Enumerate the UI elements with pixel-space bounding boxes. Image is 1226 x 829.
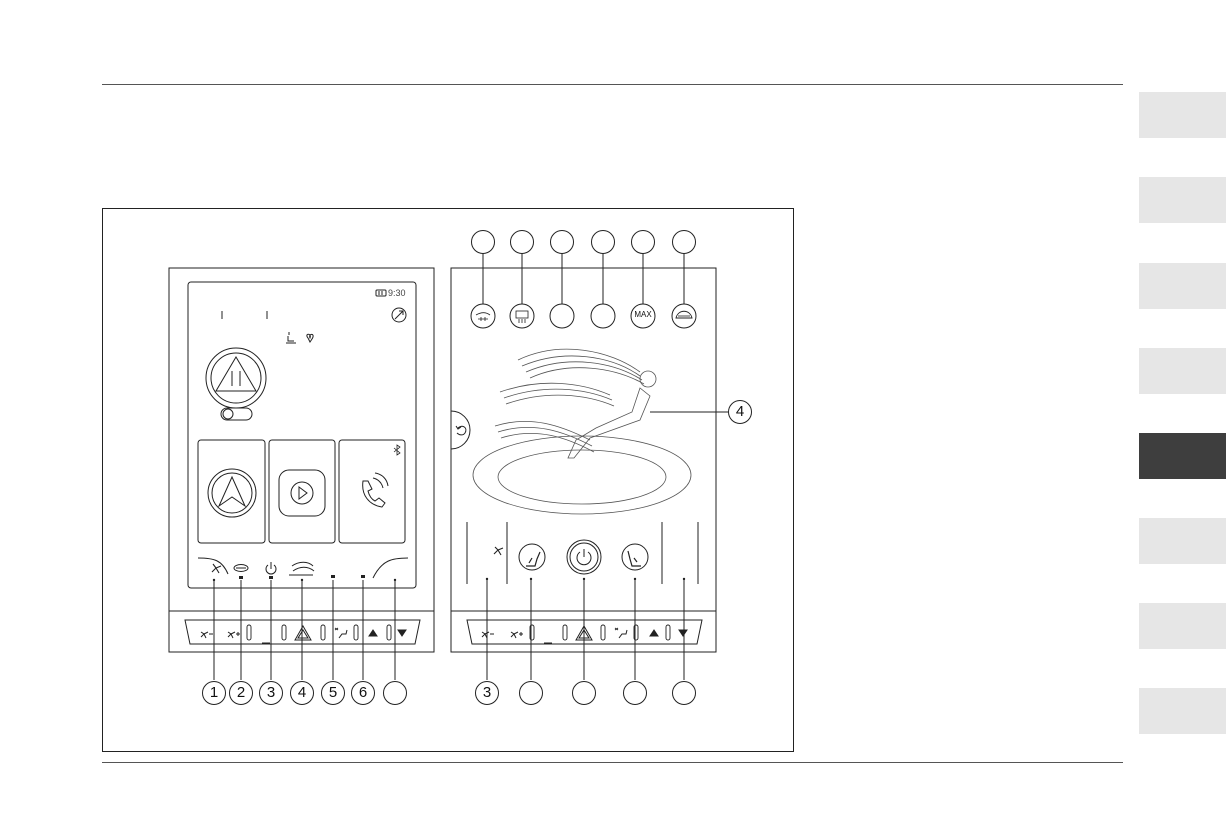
volume-down-icon[interactable] (398, 630, 406, 636)
left-leader-lines (214, 580, 395, 680)
back-icon[interactable] (456, 426, 466, 435)
power-icon[interactable] (567, 540, 601, 574)
top-leader-lines (483, 253, 684, 304)
callout-bottom-left-4: 4 (290, 681, 314, 705)
callout-top-4 (591, 230, 615, 254)
callout-bottom-left-5: 5 (321, 681, 345, 705)
max-button-label[interactable]: MAX (632, 310, 654, 319)
callout-bottom-right-5 (672, 681, 696, 705)
left-button-separators (247, 625, 391, 640)
callout-bottom-left-3: 3 (259, 681, 283, 705)
climate-top-buttons[interactable] (471, 304, 696, 328)
navigation-icon (208, 469, 256, 517)
callout-bottom-right-3 (572, 681, 596, 705)
fan-up-icon[interactable] (228, 632, 240, 638)
phone-icon (363, 473, 388, 507)
status-clock: 9:30 (388, 288, 406, 298)
seat-right-icon[interactable] (622, 544, 648, 570)
callout-top-3 (550, 230, 574, 254)
recirculation-icon[interactable] (676, 311, 692, 318)
fan-up-icon[interactable] (511, 632, 523, 638)
callout-bottom-right-2 (519, 681, 543, 705)
callout-bottom-right-4 (623, 681, 647, 705)
callout-bottom-left-7 (383, 681, 407, 705)
fan-icon[interactable] (212, 564, 221, 573)
hazard-icon[interactable] (206, 348, 266, 408)
right-button-separators (530, 625, 670, 640)
callout-seat-airflow: 4 (728, 400, 752, 424)
volume-up-icon[interactable] (650, 630, 658, 636)
callout-bottom-left-1: 1 (202, 681, 226, 705)
recirculation-icon[interactable] (234, 565, 248, 572)
fan-icon[interactable] (494, 547, 503, 555)
rear-defrost-icon[interactable] (516, 311, 528, 323)
volume-up-icon[interactable] (369, 630, 377, 636)
play-icon (279, 470, 325, 516)
fan-down-icon[interactable] (201, 632, 213, 638)
back-button[interactable] (451, 411, 470, 449)
callout-bottom-right-1: 3 (475, 681, 499, 705)
toggle-switch-icon[interactable] (221, 408, 252, 420)
windshield-defrost-icon[interactable] (289, 562, 314, 575)
callout-top-1 (471, 230, 495, 254)
seat-left-icon[interactable] (519, 544, 545, 570)
bluetooth-icon (394, 445, 400, 455)
phone-tile[interactable] (339, 440, 405, 543)
seat-heat-icon (286, 332, 296, 343)
ventilation-icon (307, 334, 313, 342)
lower-control-dividers (467, 522, 698, 584)
left-indicator-dots (213, 575, 396, 581)
volume-down-icon[interactable] (679, 630, 687, 636)
expand-icon[interactable] (392, 308, 406, 322)
callout-bottom-left-6: 6 (351, 681, 375, 705)
seat-vent-icon[interactable] (615, 628, 627, 638)
power-icon[interactable] (266, 562, 276, 574)
callout-top-6 (672, 230, 696, 254)
callout-bottom-left-2: 2 (229, 681, 253, 705)
hazard-icon[interactable] (295, 626, 311, 640)
left-screen (188, 282, 416, 588)
right-corner-curve (373, 558, 408, 578)
battery-icon (376, 290, 386, 296)
right-indicator-dots (486, 578, 685, 580)
callout-top-2 (510, 230, 534, 254)
seat-vent-icon[interactable] (335, 628, 347, 638)
fan-down-icon[interactable] (482, 632, 494, 638)
windshield-defrost-icon[interactable] (476, 313, 490, 321)
callout-top-5 (631, 230, 655, 254)
airflow-illustration (473, 349, 691, 514)
